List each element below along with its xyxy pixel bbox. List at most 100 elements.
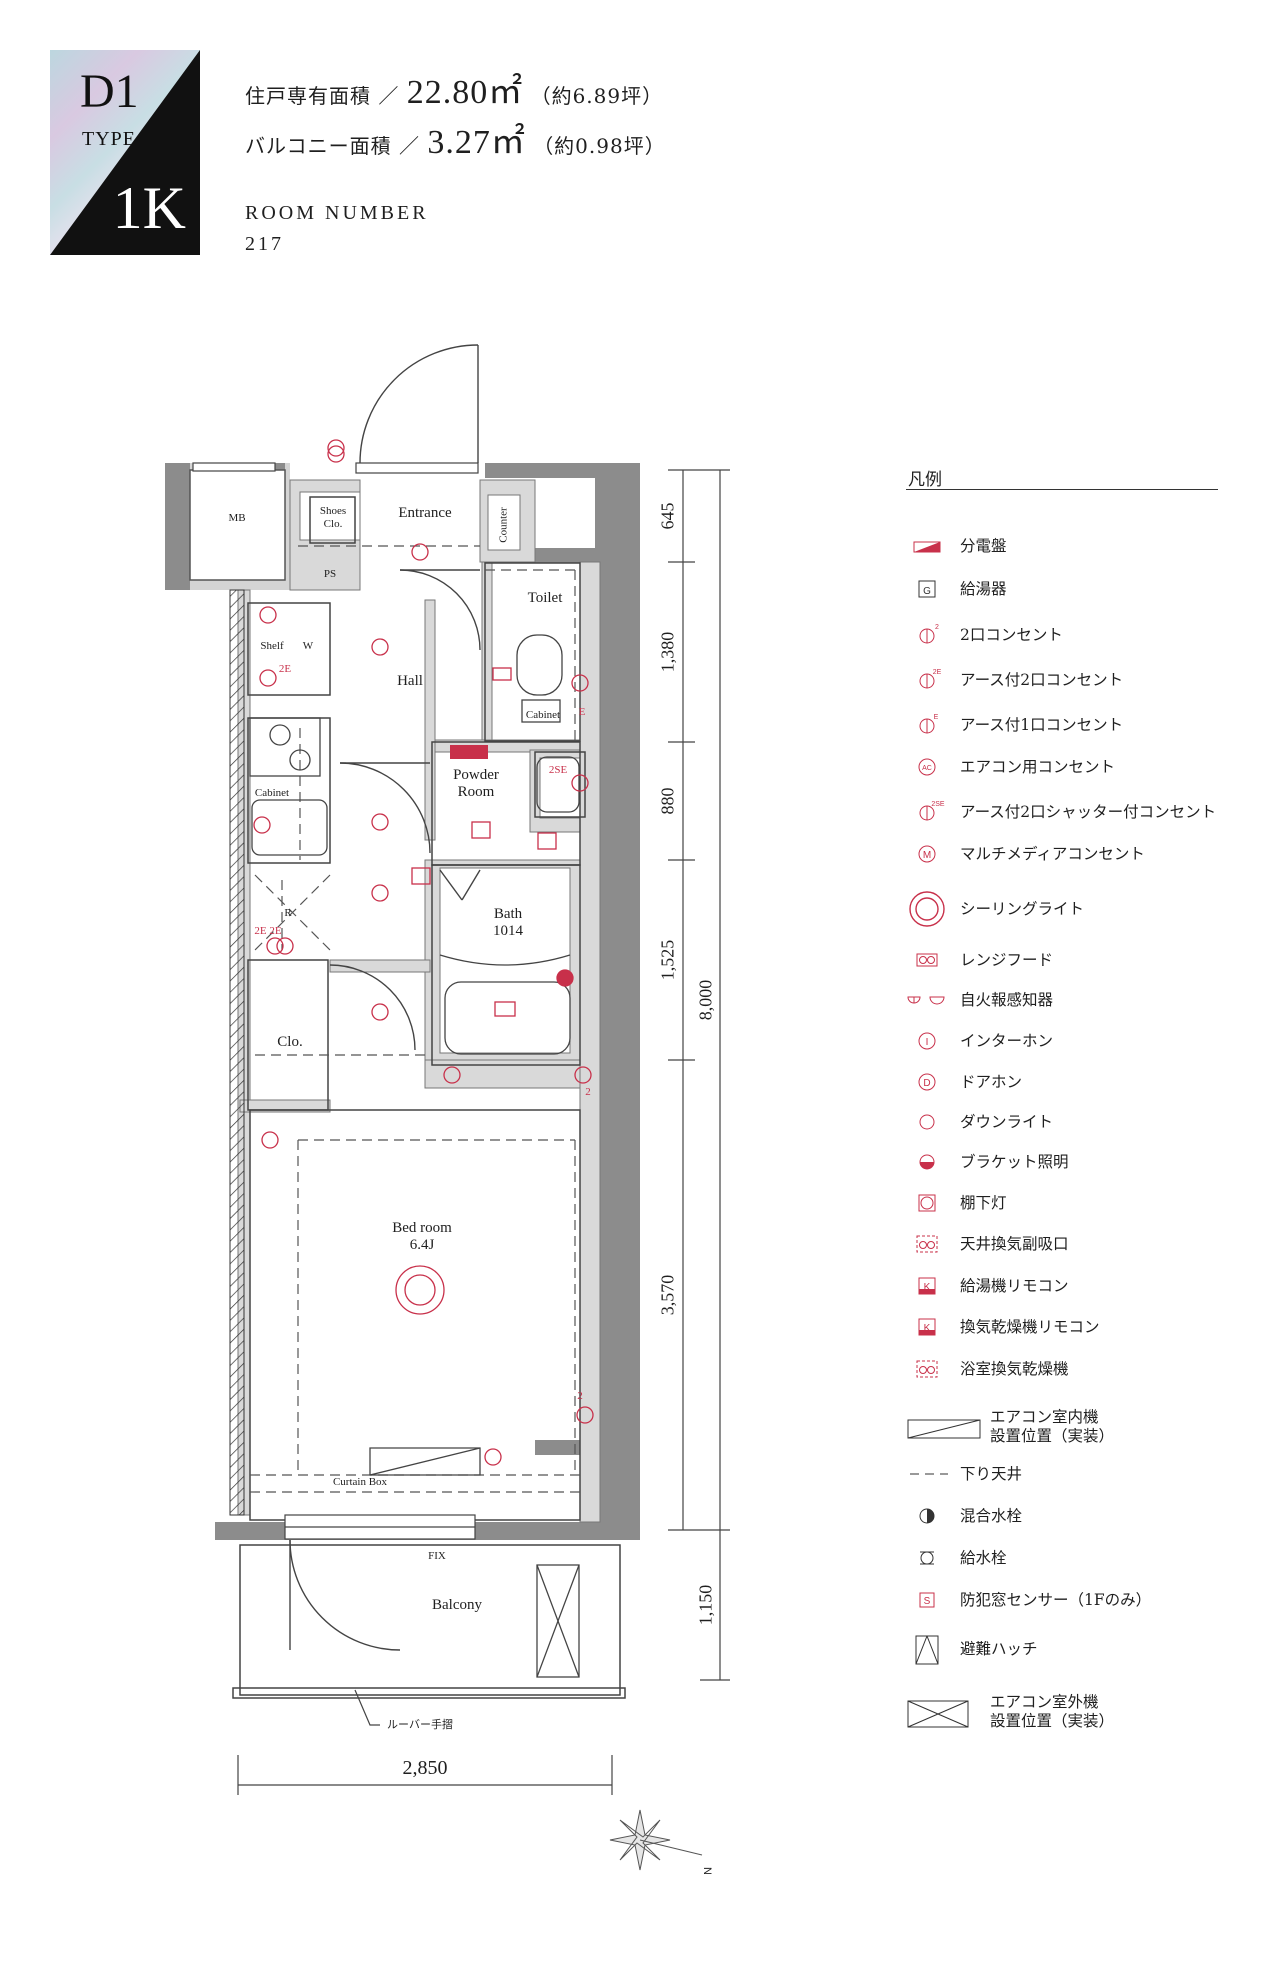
ceiling-light-icon [909, 891, 945, 927]
svg-text:2E: 2E [933, 669, 942, 676]
legend-item-label: 給湯機リモコン [960, 1277, 1069, 1296]
range-hood-icon [916, 953, 938, 967]
mb-label: MB [228, 512, 246, 524]
hall-label: Hall [397, 673, 423, 689]
balcony-area-line: バルコニー面積 ／ 3.27㎡ （約0.98坪） [245, 114, 666, 163]
svg-text:D: D [923, 1078, 930, 1089]
outlet-2e-2e-label: 2E 2E [254, 925, 282, 937]
svg-text:AC: AC [922, 765, 932, 772]
area-label: 住戸専有面積 ／ [245, 84, 400, 108]
drop-ceiling-icon [910, 1473, 948, 1475]
refrigerator-label: R [284, 907, 292, 919]
legend-item: 棚下灯 [906, 1187, 1007, 1221]
legend-item: 自火報感知器 [906, 984, 1053, 1018]
legend-item: 天井換気副吸口 [906, 1228, 1069, 1262]
legend-item: エアコン室外機 設置位置（実装） [906, 1693, 1114, 1732]
legend-item-label: エアコン室内機 設置位置（実装） [990, 1408, 1115, 1446]
fix-label: FIX [428, 1550, 446, 1562]
legend-item-label: 浴室換気乾燥機 [960, 1360, 1069, 1379]
legend-item-label: 混合水栓 [960, 1507, 1023, 1526]
svg-text:I: I [926, 1037, 929, 1048]
hatched-wall [229, 589, 245, 1516]
legend-item-label: エアコン用コンセント [960, 758, 1116, 777]
multimedia-icon: M [918, 845, 936, 863]
dim-880: 880 [657, 787, 678, 815]
legend-item-label: アース付1口コンセント [960, 716, 1124, 735]
legend-item: 混合水栓 [906, 1500, 1022, 1534]
shoes-closet-label: Shoes Clo. [319, 505, 347, 530]
ceiling-vent-icon [916, 1235, 938, 1253]
panel-icon [913, 541, 941, 553]
bath-label: Bath 1014 [493, 906, 523, 940]
legend-item-label: 2口コンセント [960, 626, 1063, 645]
legend-item-label: 棚下灯 [960, 1194, 1007, 1213]
legend-divider [906, 489, 1218, 490]
outlet-count-label-b: 2 [577, 1390, 583, 1402]
legend-item-label: 換気乾燥機リモコン [960, 1318, 1100, 1337]
dimension-lines [237, 469, 730, 1795]
area-line: 住戸専有面積 ／ 22.80㎡ （約6.89坪） [245, 64, 663, 113]
outlet-e-icon: E [919, 714, 939, 734]
intercom-icon: I [918, 1032, 936, 1050]
balcony-area-value: 3.27㎡ [427, 124, 526, 161]
legend-item: ダウンライト [906, 1106, 1053, 1140]
door-phone-icon: D [918, 1073, 936, 1091]
curtain-box-label: Curtain Box [332, 1476, 388, 1488]
w-label: W [302, 640, 314, 652]
louver-railing-label: ルーバー手摺 [387, 1719, 453, 1731]
inner-walls [237, 479, 601, 1523]
legend-item-label: 給水栓 [960, 1549, 1007, 1568]
outlet-2se-label: 2SE [548, 764, 568, 776]
legend-title: 凡例 [908, 470, 942, 490]
electrical-symbols [253, 439, 594, 1466]
svg-text:S: S [924, 1596, 931, 1607]
shelf-light-icon [918, 1194, 936, 1212]
window-sensor-icon: S [919, 1592, 935, 1608]
area-value: 22.80㎡ [406, 74, 524, 111]
legend-item-label: アース付2口コンセント [960, 671, 1124, 690]
room-number: 217 [245, 233, 284, 255]
svg-text:K: K [924, 1282, 931, 1293]
legend-item: シーリングライト [906, 891, 1084, 929]
powder-room-label: Powder Room [453, 767, 499, 801]
svg-text:M: M [923, 850, 931, 861]
legend-item-label: 天井換気副吸口 [960, 1235, 1069, 1254]
ac-outdoor-icon [907, 1700, 969, 1728]
balcony-label: Balcony [432, 1597, 482, 1613]
dim-balcony-1150: 1,150 [695, 1584, 716, 1626]
legend-item: 給水栓 [906, 1542, 1007, 1576]
dim-width-2850: 2,850 [402, 1757, 448, 1779]
outlet-e-label: E [578, 706, 586, 718]
layout-label: 1K [112, 175, 186, 241]
svg-text:2: 2 [935, 624, 939, 631]
counter-label: Counter [497, 507, 510, 543]
heater-remote-icon: K [918, 1277, 936, 1295]
toilet-cabinet-label: Cabinet [525, 709, 561, 721]
legend-item-label: ブラケット照明 [960, 1153, 1069, 1172]
escape-hatch-icon [915, 1635, 939, 1665]
dim-1380: 1,380 [657, 631, 678, 673]
svg-text:2SE: 2SE [931, 801, 945, 808]
legend-item: 2 2口コンセント [906, 619, 1063, 653]
legend-item-label: レンジフード [960, 951, 1054, 970]
outlet-count-label-a: 2 [585, 1086, 591, 1098]
legend-item: 避難ハッチ [906, 1633, 1038, 1667]
kitchen-cabinet-label: Cabinet [254, 787, 290, 799]
outlet-2se-icon: 2SE [919, 801, 945, 821]
outlet-2e-label: 2E [278, 663, 292, 675]
legend-item-label: ドアホン [960, 1073, 1023, 1092]
legend-item: 分電盤 [906, 530, 1007, 564]
legend-item-label: 分電盤 [960, 537, 1007, 556]
shelf-label: Shelf [260, 640, 284, 652]
svg-text:G: G [923, 586, 931, 597]
legend-item-label: エアコン室外機 設置位置（実装） [990, 1693, 1115, 1731]
fixtures [249, 634, 580, 1678]
bedroom-label: Bed room 6.4J [392, 1220, 452, 1254]
compass-north-label: N [700, 1867, 713, 1875]
